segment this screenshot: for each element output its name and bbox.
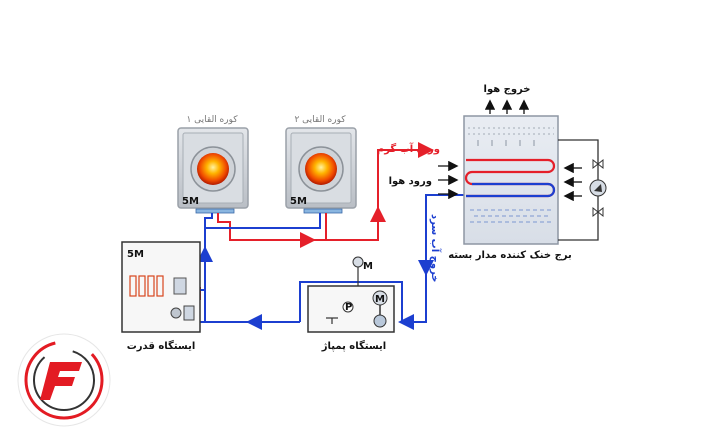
air-in-label: ورود هوا [389,176,432,187]
power-station-heat-exchanger [183,305,195,321]
air-out-arrows [484,99,530,114]
pump-bypass-loop [299,281,403,322]
air-out-label: خروج هوا [484,84,531,95]
cold-line-tower-out [398,194,466,330]
cold-water-out-label: خروج آب سرد [429,214,442,282]
furnace-2-label: کوره القایی ۲ [294,115,346,125]
company-logo [17,333,111,427]
pressure-gauge-icon [342,301,354,313]
pump-motor-symbol: M [375,294,385,305]
pump-top-motor-icon [352,256,364,268]
furnace-1-rating: 5M [182,196,199,207]
furnace-2-coil [303,208,343,214]
cold-line-furnace-2 [205,213,321,229]
spray-pump-impeller-icon [594,184,602,192]
cold-water-lines [197,194,466,330]
tower-coil-cold [466,182,556,198]
hot-line-main [217,142,434,241]
cooling-tower-label: برج خنک کننده مدار بسته [448,250,572,261]
logo-outer-ring [24,340,104,420]
furnace-2: کوره القایی ۲ 5M [285,115,357,214]
pump-impeller-icon [373,314,387,328]
tower-sprays [477,140,535,146]
hot-water-in-label: ورود آب گرم [377,142,440,155]
pressure-gauge-symbol: P [345,302,352,313]
furnace-1-core [197,153,229,185]
power-station-coils [129,275,164,297]
upper-valve-icon [592,158,604,170]
air-in-arrows [438,160,459,200]
power-station: 5M ایستگاه قدرت [121,241,201,352]
cold-line-to-power [197,289,300,323]
logo-f-mark-icon [40,362,82,400]
furnace-1: کوره القایی ۱ 5M [177,115,249,214]
air-in-right-arrows [563,162,582,202]
tower-casing [463,115,559,245]
furnace-1-coil [195,208,235,214]
cold-line-furnace-1 [204,213,213,322]
tower-drift-eliminator [468,127,554,135]
tower-coil [464,158,556,198]
power-station-capacitor [173,277,187,295]
power-station-label: ایستگاه قدرت [127,339,196,352]
pump-top-motor-symbol: M [363,261,373,272]
power-station-valve [170,307,182,319]
furnace-2-rating: 5M [290,196,307,207]
lower-valve-icon [592,206,604,218]
power-station-rating: 5M [127,249,144,260]
cooling-tower: خروج هوا برج خنک کننده مدار بسته [389,84,607,261]
tower-basin-water [470,209,552,223]
pump-station: M P M ایستگاه پمپاژ [307,256,395,352]
furnace-1-label: کوره القایی ۱ [186,115,238,125]
furnace-2-core [305,153,337,185]
pump-station-label: ایستگاه پمپاژ [321,339,386,352]
logo-inner-ring [33,349,95,411]
